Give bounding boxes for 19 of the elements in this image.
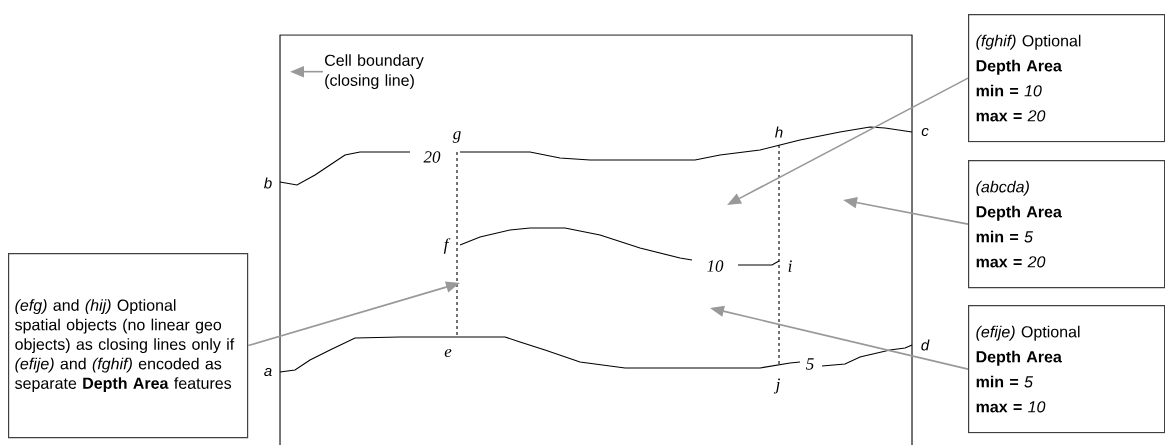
callout-box: (efije) Optional Depth Area min = 5 max = 10: [968, 305, 1165, 434]
contour-value: 10: [707, 260, 724, 272]
point-label: j: [773, 378, 780, 394]
cell-frame: [279, 34, 913, 445]
callout-box: (fghif) Optional Depth Area min = 10 max = 20: [968, 14, 1165, 143]
callout-box: (abcda) Depth Area min = 5 max = 20: [968, 160, 1165, 289]
contour-value: 5: [806, 358, 814, 370]
point-label: b: [264, 177, 272, 189]
point-label: f: [443, 238, 451, 254]
point-label: a: [264, 367, 272, 377]
annotation-text: Cell boundary (closing line): [325, 54, 424, 90]
contour-value: 20: [423, 151, 441, 163]
point-label: c: [921, 127, 929, 137]
point-label: d: [921, 339, 930, 351]
point-label: h: [775, 126, 783, 138]
point-label: g: [452, 131, 461, 143]
point-label: i: [788, 260, 792, 272]
callout-box: (efg) and (hij) Optional spatial objects (no linear geo objects) as closing lines only if (efije) and (fghif) encoded as separate Depth Area features: [8, 253, 249, 439]
point-label: e: [444, 348, 452, 358]
